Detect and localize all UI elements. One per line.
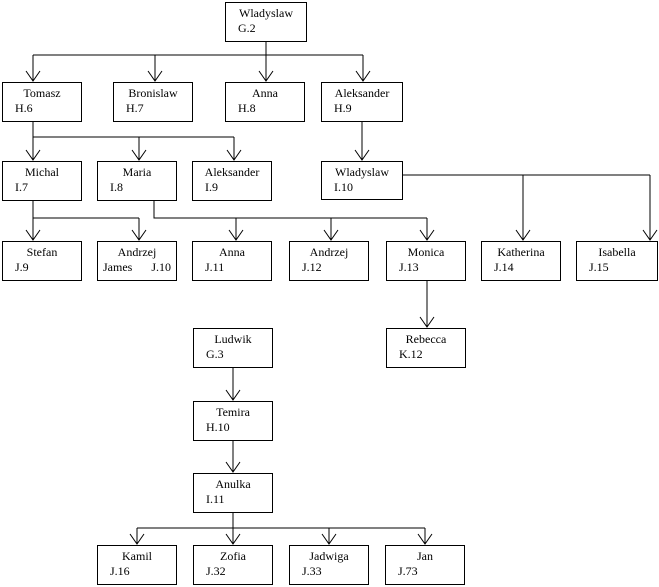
node-aleksander-i9: Aleksander I.9 — [192, 161, 272, 201]
person-code: H.6 — [15, 101, 33, 115]
person-code: K.12 — [399, 347, 423, 361]
node-anulka-i11: Anulka I.11 — [193, 473, 273, 513]
person-code: J.32 — [206, 564, 226, 578]
person-name: Aleksander — [334, 86, 390, 100]
person-code: I.10 — [334, 180, 353, 194]
person-code: J.10 — [151, 260, 171, 274]
node-bronislaw-h7: Bronislaw H.7 — [113, 82, 193, 122]
person-code: J.12 — [302, 260, 322, 274]
person-code: G.2 — [238, 21, 256, 35]
node-ludwik-g3: Ludwik G.3 — [193, 328, 273, 368]
connector-line — [153, 200, 427, 219]
node-temira-h10: Temira H.10 — [193, 401, 273, 441]
node-wladyslaw-i10: Wladyslaw I.10 — [321, 161, 403, 200]
node-aleksander-h9: Aleksander H.9 — [321, 82, 403, 122]
node-tomasz-h6: Tomasz H.6 — [2, 82, 82, 122]
node-katherina-j14: Katherina J.14 — [481, 241, 561, 281]
node-jadwiga-j33: Jadwiga J.33 — [289, 545, 369, 585]
person-code: J.14 — [494, 260, 514, 274]
person-code: J.33 — [302, 564, 322, 578]
person-name: Katherina — [497, 245, 545, 259]
node-isabella-j15: Isabella J.15 — [576, 241, 658, 281]
connector-line — [32, 200, 139, 219]
person-code: J.11 — [205, 260, 225, 274]
connector-line — [32, 121, 234, 138]
node-anna-j11: Anna J.11 — [192, 241, 272, 281]
node-jan-j73: Jan J.73 — [385, 545, 465, 585]
person-name: Temira — [216, 405, 250, 419]
person-code: G.3 — [206, 347, 224, 361]
person-code: H.10 — [206, 420, 230, 434]
person-code: I.9 — [205, 180, 218, 194]
person-name: Isabella — [598, 245, 636, 259]
node-wladyslaw-g2: Wladyslaw G.2 — [225, 2, 307, 42]
node-stefan-j9: Stefan J.9 — [2, 241, 82, 281]
person-name: Anulka — [215, 477, 251, 491]
node-maria-i8: Maria I.8 — [97, 161, 177, 201]
person-name: Anna — [252, 86, 278, 100]
person-name: Anna — [219, 245, 245, 259]
person-name: Bronislaw — [128, 86, 178, 100]
node-anna-h8: Anna H.8 — [225, 82, 305, 122]
person-name: Jan — [417, 549, 433, 563]
person-code: H.8 — [238, 101, 256, 115]
person-name: Zofia — [220, 549, 246, 563]
person-name: Andrzej — [117, 245, 157, 259]
person-code: J.15 — [589, 260, 609, 274]
person-name: Wladyslaw — [335, 165, 389, 179]
person-name: Wladyslaw — [239, 6, 293, 20]
node-andrzej-james-j10: Andrzej James J.10 — [97, 241, 177, 281]
person-code: J.16 — [110, 564, 130, 578]
person-name: Ludwik — [214, 332, 252, 346]
node-michal-i7: Michal I.7 — [2, 161, 82, 201]
person-code: I.11 — [206, 492, 225, 506]
person-code: H.7 — [126, 101, 144, 115]
person-code: J.73 — [398, 564, 418, 578]
node-andrzej-j12: Andrzej J.12 — [289, 241, 369, 281]
person-name: Stefan — [26, 245, 58, 259]
node-monica-j13: Monica J.13 — [386, 241, 466, 281]
node-rebecca-k12: Rebecca K.12 — [386, 328, 466, 368]
person-name: Tomasz — [23, 86, 61, 100]
person-name: Maria — [122, 165, 152, 179]
person-name: Jadwiga — [309, 549, 349, 563]
person-name: Monica — [407, 245, 445, 259]
person-code: J.13 — [399, 260, 419, 274]
person-name: Rebecca — [405, 332, 447, 346]
person-name: Aleksander — [204, 165, 260, 179]
person-name: Michal — [25, 165, 59, 179]
person-name: Andrzej — [309, 245, 349, 259]
person-name-second: James — [103, 260, 133, 274]
person-code: H.9 — [334, 101, 352, 115]
node-zofia-j32: Zofia J.32 — [193, 545, 273, 585]
person-code: I.7 — [15, 180, 28, 194]
person-code: I.8 — [110, 180, 123, 194]
person-name: Kamil — [122, 549, 152, 563]
node-kamil-j16: Kamil J.16 — [97, 545, 177, 585]
person-code: J.9 — [15, 260, 29, 274]
